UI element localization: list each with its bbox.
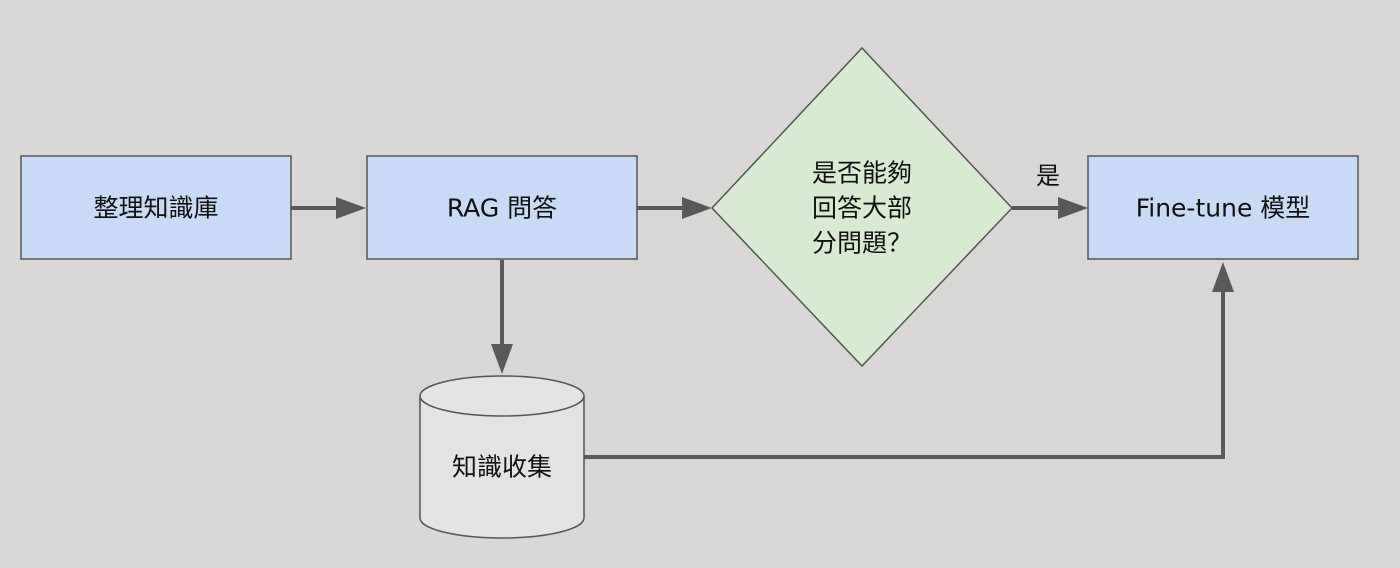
- arrowhead-rag-to-decision: [682, 197, 712, 219]
- node-collect-cylinder-top: [419, 375, 585, 417]
- node-finetune-label: Fine-tune 模型: [1136, 194, 1311, 223]
- node-finetune-model: Fine-tune 模型: [1087, 155, 1359, 260]
- edge-label-yes: 是: [1036, 162, 1060, 190]
- node-decision-line-1: 是否能夠: [812, 159, 912, 188]
- node-organize-label: 整理知識庫: [93, 194, 218, 223]
- connectors: [291, 197, 1234, 459]
- arrow-collect-to-finetune: [584, 288, 1225, 459]
- node-decision-diamond: [710, 46, 1014, 368]
- arrowhead-collect-to-finetune: [1212, 262, 1234, 292]
- node-rag-label: RAG 問答: [447, 194, 557, 223]
- node-knowledge-collection: 知識收集: [419, 375, 585, 539]
- node-organize-box: [20, 155, 292, 260]
- node-finetune-box: [1087, 155, 1359, 260]
- node-rag-qa: RAG 問答: [366, 155, 638, 260]
- node-decision: 是否能夠 回答大部 分問題？: [710, 46, 1014, 368]
- node-decision-line-2: 回答大部: [812, 194, 912, 223]
- node-decision-line-3: 分問題？: [812, 229, 912, 258]
- node-collect-cylinder-body: [419, 396, 585, 539]
- arrowhead-rag-to-collect: [491, 344, 513, 374]
- node-collect-label: 知識收集: [452, 453, 552, 482]
- arrowhead-organize-to-rag: [336, 197, 366, 219]
- node-rag-box: [366, 155, 638, 260]
- arrowhead-decision-to-finetune: [1058, 197, 1088, 219]
- node-organize-knowledge-base: 整理知識庫: [20, 155, 292, 260]
